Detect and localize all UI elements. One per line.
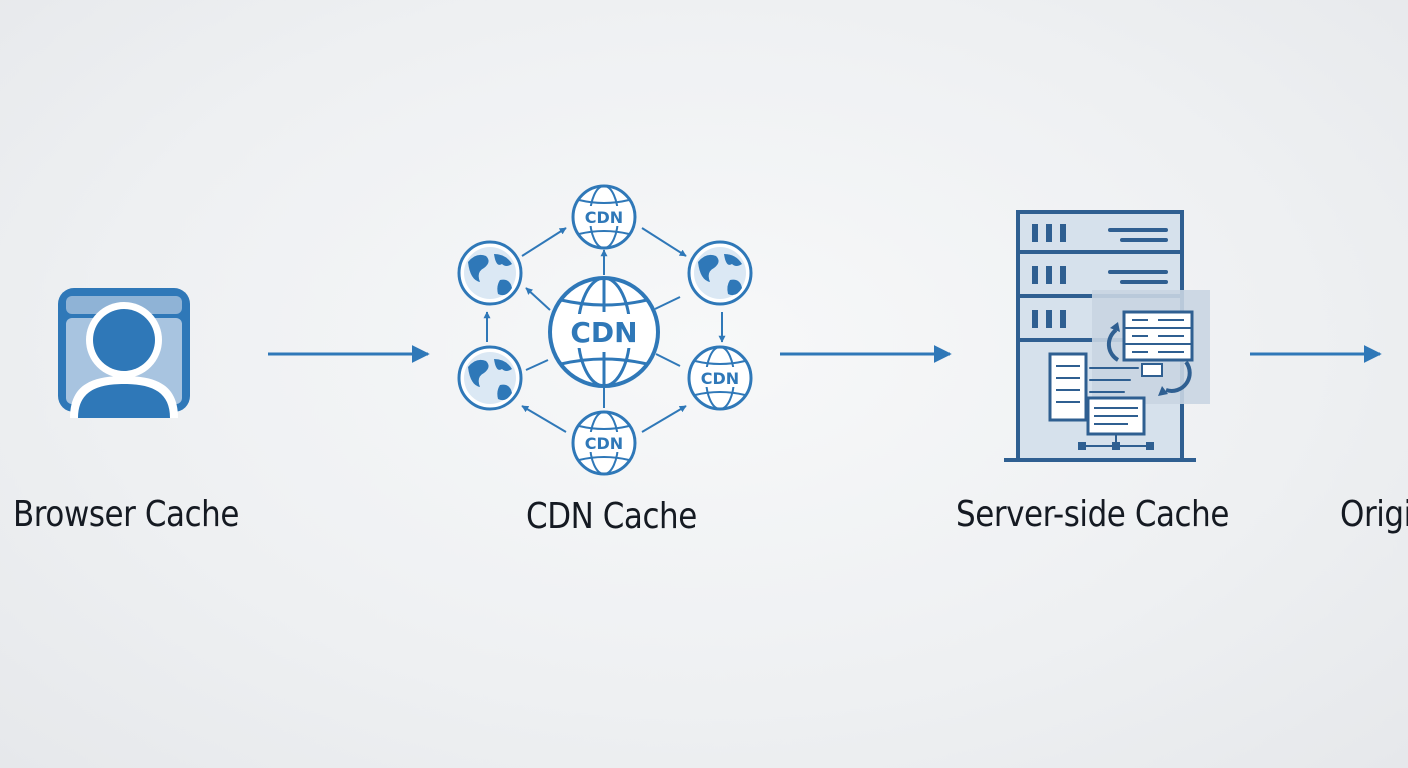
cdn-node-bottom: CDN (571, 410, 637, 476)
server-side-cache-label: Server-side Cache (956, 494, 1229, 535)
browser-cache-label: Browser Cache (13, 494, 239, 535)
cdn-node-top: CDN (571, 184, 637, 250)
globe-icon (457, 345, 523, 411)
cdn-central-node: CDN (548, 276, 660, 388)
cdn-node-right: CDN (687, 345, 753, 411)
user-monitor-icon (58, 288, 190, 418)
cdn-network-icon: CDN CDN CDN CDN (457, 184, 753, 476)
cdn-center-label: CDN (570, 316, 637, 349)
cdn-node-label: CDN (585, 434, 623, 453)
cdn-node-label: CDN (701, 369, 739, 388)
server-rack-icon (1004, 210, 1210, 462)
origin-label: Origi (1340, 494, 1408, 535)
globe-icon (457, 240, 523, 306)
cdn-node-label: CDN (585, 208, 623, 227)
cdn-cache-label: CDN Cache (526, 496, 697, 537)
globe-icon (687, 240, 753, 306)
